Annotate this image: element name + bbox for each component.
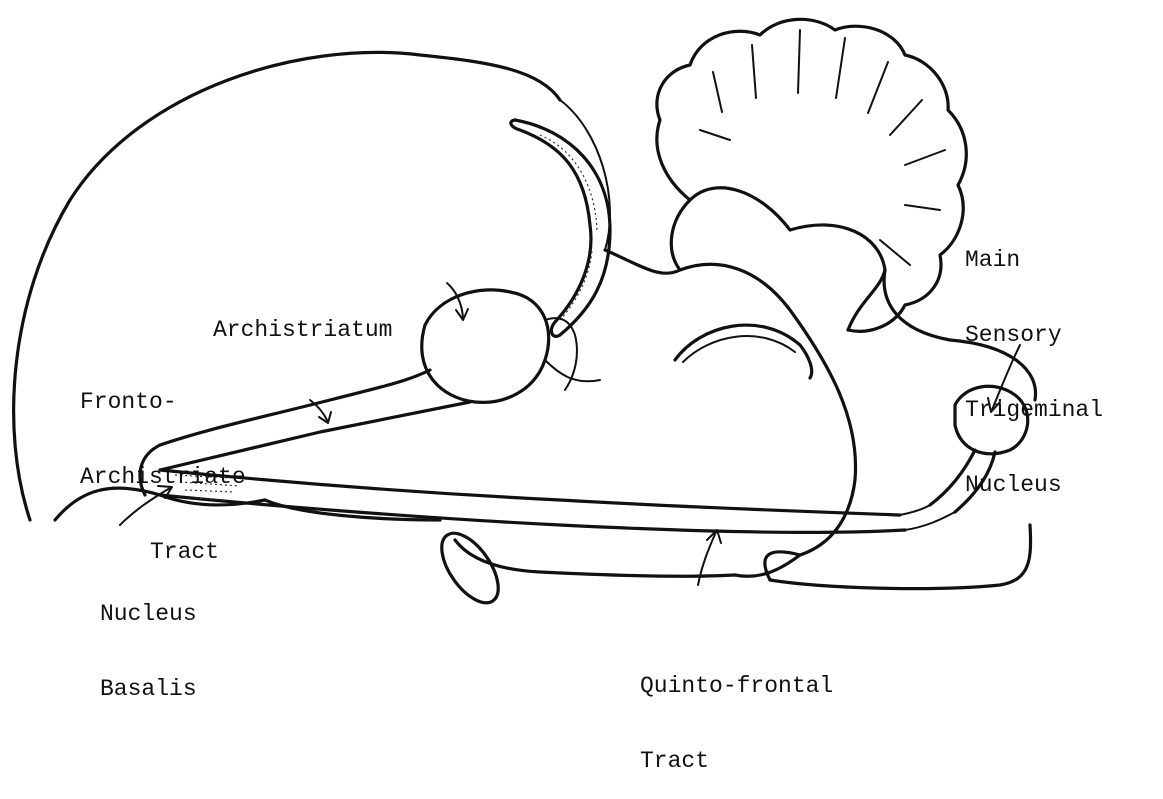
fronto-label-line-1: Fronto- [80,390,246,415]
cerebellum [657,19,966,331]
quinto-frontal-tract-label: Quinto-frontal Tract [640,624,833,799]
archistriatum-connector [545,318,600,390]
quinto-frontal-tract-upper [160,470,900,515]
basalis-label-line-1: Nucleus [100,602,197,627]
brainstem-outline [671,188,885,330]
nucleus-basalis-label: Nucleus Basalis [100,552,197,727]
trigeminal-label-line-4: Nucleus [965,473,1103,498]
fronto-label-line-2: Archistriate [80,465,246,490]
trigeminal-label-line-3: Trigeminal [965,398,1103,423]
optic-nerve [455,540,735,576]
quinto-frontal-tract-lower [160,495,905,532]
optic-nerve-section [431,524,510,612]
midbrain-arc-inner [683,336,795,362]
hindbrain-lower-outline [770,525,1031,589]
cerebellum-folia [700,30,945,265]
trigeminal-label-line-1: Main [965,248,1103,273]
trigeminal-label-line-2: Sensory [965,323,1103,348]
quinto-label-line-2: Tract [640,749,833,774]
trigeminal-connection [900,505,955,530]
basalis-label-line-2: Basalis [100,677,197,702]
main-sensory-trigeminal-nucleus-label: Main Sensory Trigeminal Nucleus [965,198,1103,523]
hemisphere-inner-edge [560,100,610,250]
archistriatum-body [422,290,549,403]
hippocampal-crescent [511,120,610,336]
quinto-label-line-1: Quinto-frontal [640,674,833,699]
